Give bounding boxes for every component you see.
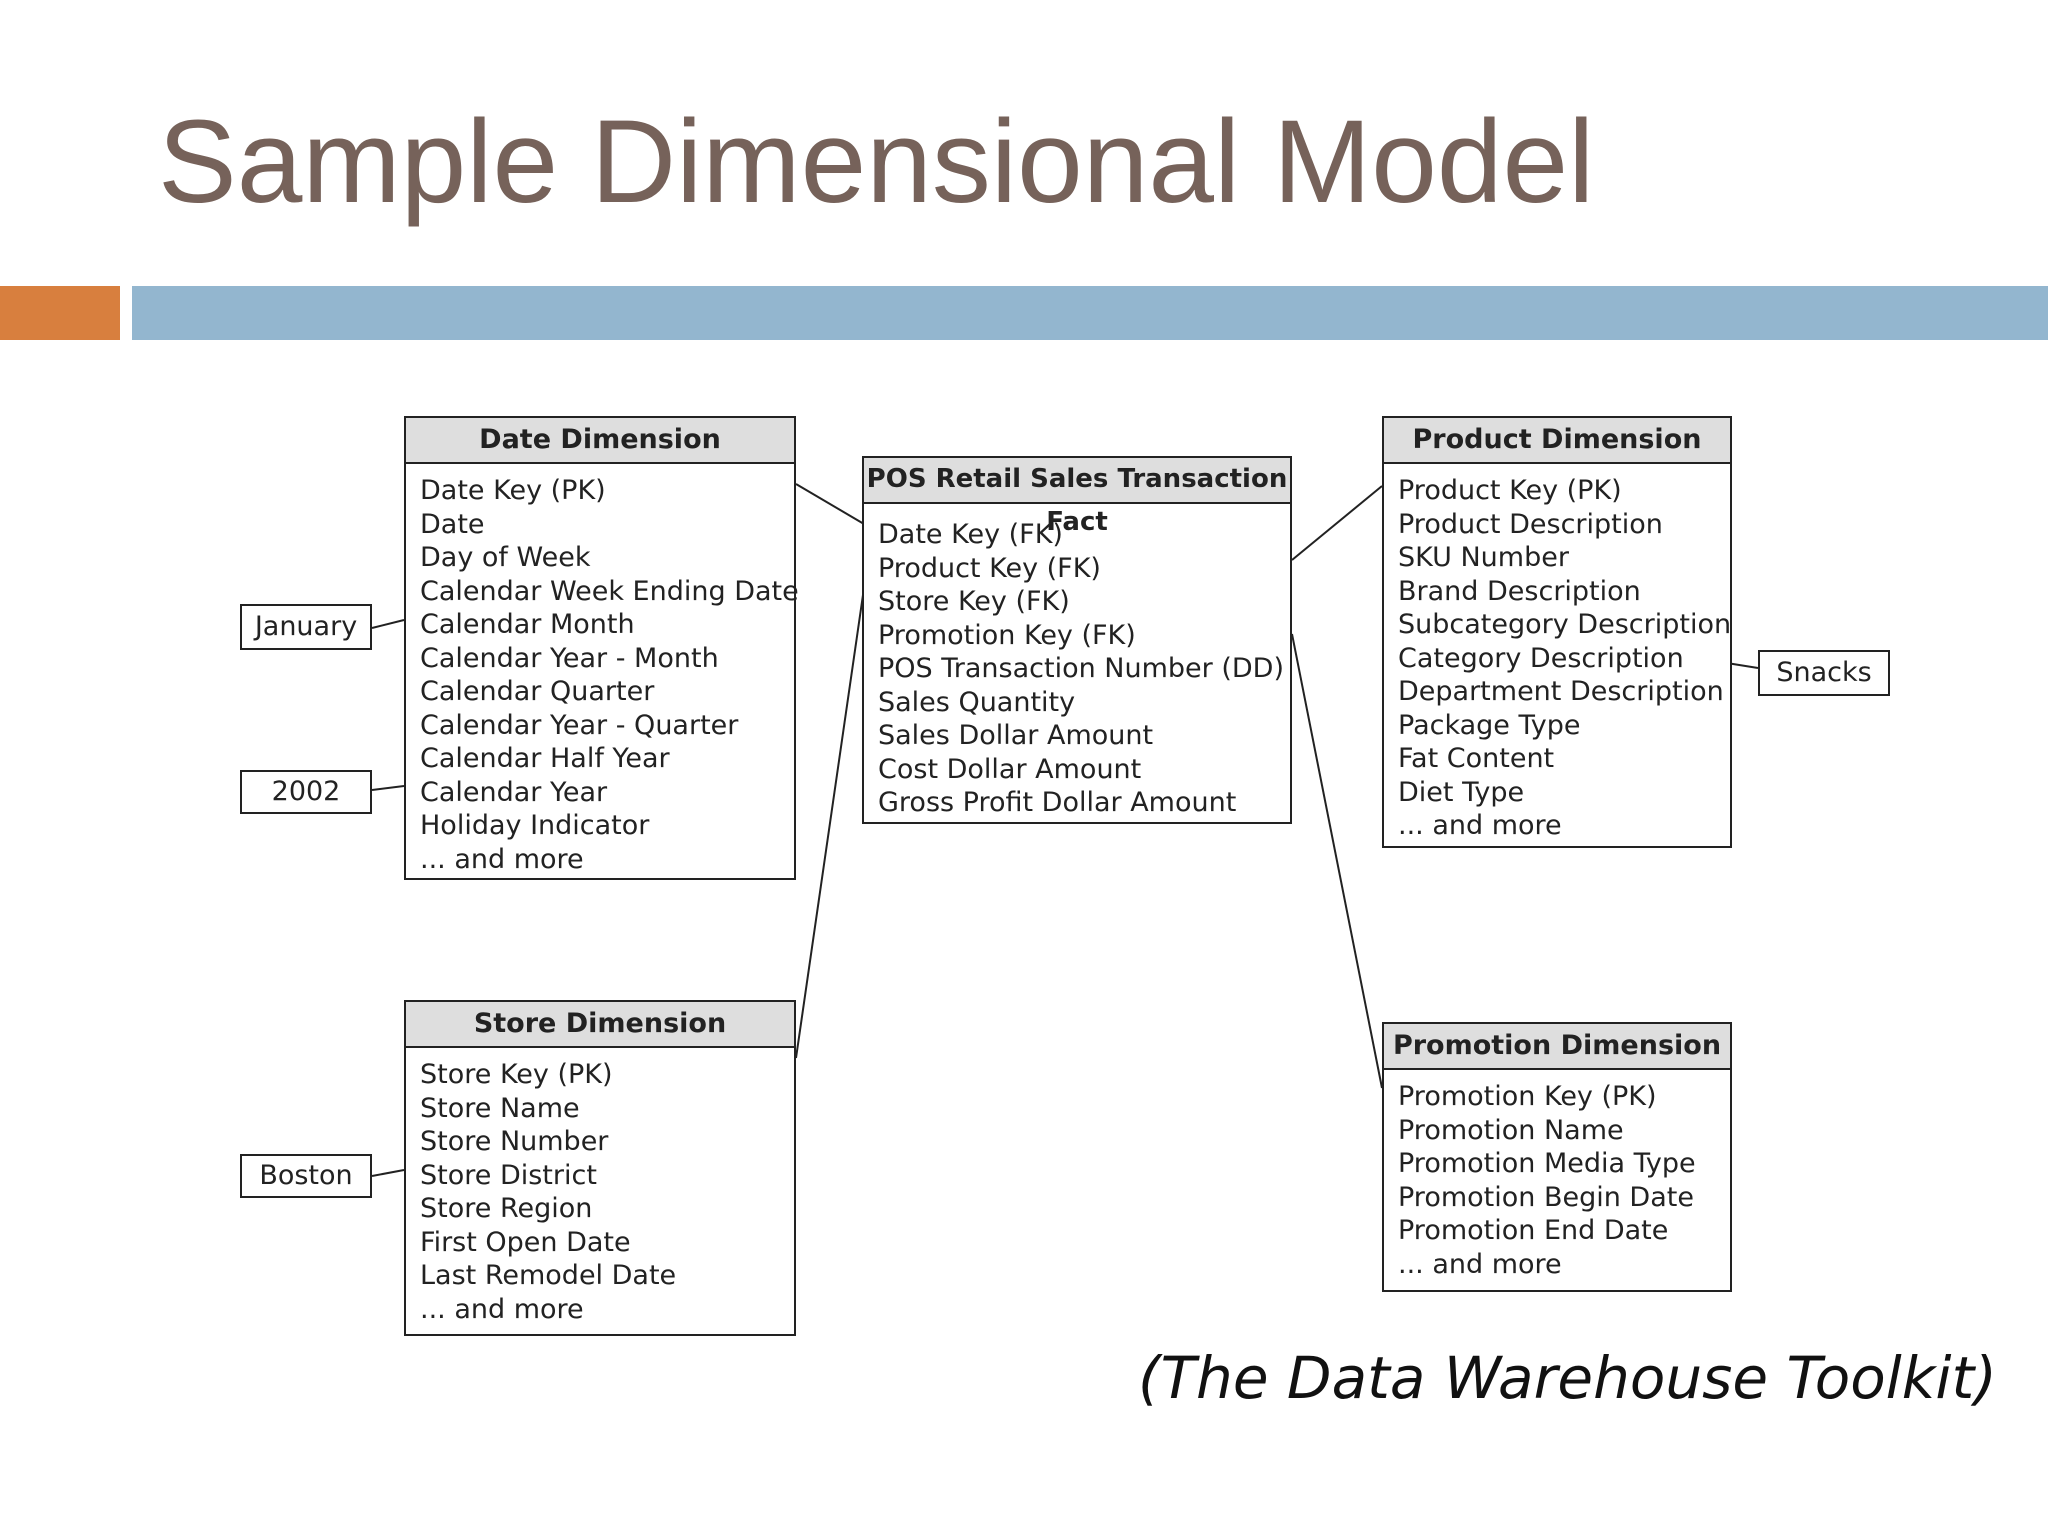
attribute-item: Product Key (PK) [1398,475,1622,506]
attribute-item: Promotion Name [1398,1114,1624,1146]
attribute-item: Calendar Half Year [420,743,670,774]
attribute-item: Last Remodel Date [420,1260,677,1291]
attribute-item: Product Description [1398,508,1663,540]
product-dimension-box: Product Dimension Product Key (PK)Produc… [1382,416,1732,848]
entity-title: Date Dimension [406,418,794,464]
link-fact-product [1291,485,1383,561]
attribute-item: Store Key (FK) [878,586,1070,617]
entity-title: Store Dimension [406,1002,794,1048]
sample-value-boston: Boston [240,1154,372,1198]
attribute-item: Store Region [420,1193,593,1224]
attribute-item: Promotion End Date [1398,1215,1669,1246]
attribute-item: Calendar Month [420,609,635,640]
accent-bar-blue [132,286,2048,340]
attribute-item: Holiday Indicator [420,810,650,841]
attribute-item: Diet Type [1398,776,1525,808]
attribute-item: Product Key (FK) [878,552,1101,584]
attribute-item: POS Transaction Number (DD) [878,653,1284,684]
attribute-item: Category Description [1398,642,1684,674]
attribute-item: Sales Dollar Amount [878,720,1154,751]
link-store-fact [795,587,865,1059]
fact-table-box: POS Retail Sales Transaction Fact Date K… [862,456,1292,824]
attribute-item: Promotion Key (FK) [878,619,1136,651]
attribute-item: Calendar Year - Quarter [420,709,739,741]
attribute-item: Calendar Year - Month [420,642,719,674]
attribute-item: ... and more [420,843,584,875]
attribute-item: Promotion Begin Date [1398,1181,1694,1213]
attribute-item: Calendar Week Ending Date [420,575,799,607]
attribute-item: Brand Description [1398,575,1641,607]
attribute-item: Store District [420,1159,597,1191]
link-january-month [371,619,405,629]
attribute-item: Cost Dollar Amount [878,753,1142,785]
sample-value-january: January [240,604,372,650]
attribute-item: ... and more [420,1293,584,1325]
attribute-item: Calendar Year [420,776,608,808]
attribute-item: Date Key (FK) [878,519,1063,550]
attribute-item: Date Key (PK) [420,475,606,506]
attribute-item: Gross Profit Dollar Amount [878,787,1237,818]
attribute-item: Promotion Key (PK) [1398,1081,1657,1112]
attribute-item: Date [420,508,485,540]
citation: (The Data Warehouse Toolkit) [1138,1344,1997,1412]
entity-title: Promotion Dimension [1384,1024,1730,1070]
attribute-item: Promotion Media Type [1398,1148,1696,1179]
attribute-item: Subcategory Description [1398,609,1732,640]
attribute-item: Day of Week [420,542,591,573]
attribute-item: Package Type [1398,709,1581,741]
entity-title: Product Dimension [1384,418,1730,464]
promotion-dimension-box: Promotion Dimension Promotion Key (PK)Pr… [1382,1022,1732,1292]
link-boston-district [371,1169,405,1177]
attribute-item: ... and more [1398,810,1562,841]
attribute-item: Store Number [420,1126,609,1157]
entity-title: POS Retail Sales Transaction Fact [864,458,1290,537]
attribute-item: SKU Number [1398,542,1569,573]
attribute-item: ... and more [1398,1248,1562,1280]
sample-value-2002: 2002 [240,770,372,814]
attribute-item: Sales Quantity [878,686,1076,718]
attribute-item: First Open Date [420,1226,631,1258]
sample-value-snacks: Snacks [1758,650,1890,696]
link-2002-year [371,785,405,791]
attribute-item: Fat Content [1398,743,1555,774]
slide-title: Sample Dimensional Model [158,96,1595,228]
attribute-item: Store Key (PK) [420,1059,613,1090]
accent-bar-orange [0,286,120,340]
attribute-list: Date Key (FK)Product Key (FK)Store Key (… [864,504,1290,820]
link-date-fact [795,483,865,525]
attribute-item: Calendar Quarter [420,676,655,707]
attribute-item: Department Description [1398,676,1724,707]
attribute-item: Store Name [420,1092,580,1124]
store-dimension-box: Store Dimension Store Key (PK)Store Name… [404,1000,796,1336]
link-fact-promotion [1291,633,1383,1089]
